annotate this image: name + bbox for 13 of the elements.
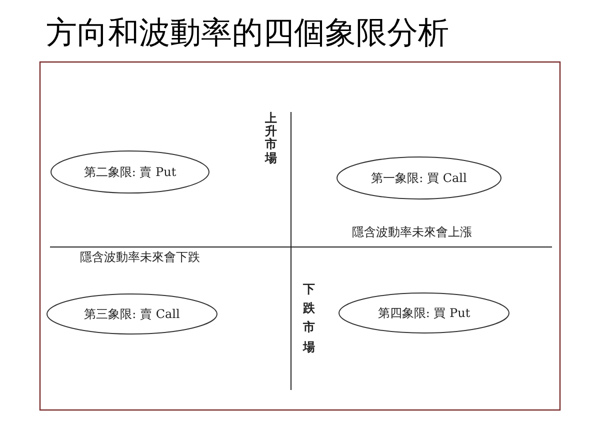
- volatility-label: 隱含波動率未來會上漲: [352, 224, 472, 241]
- quadrant-ellipse: [338, 292, 510, 334]
- quadrant-ellipse: [46, 293, 218, 335]
- quadrant-label: 第三象限: 賣 Call: [84, 306, 180, 322]
- quadrant-label: 第一象限: 買 Call: [371, 170, 467, 186]
- quadrant-ellipse: [50, 150, 210, 194]
- quadrant-label: 第二象限: 賣 Put: [84, 164, 176, 180]
- quadrant-label: 第四象限: 買 Put: [378, 304, 470, 322]
- quadrant-ellipse: [336, 156, 502, 200]
- title: 方向和波動率的四個象限分析: [46, 14, 449, 53]
- volatility-label: 隱含波動率未來會下跌: [80, 249, 200, 266]
- market-direction-label: 上升市場: [265, 112, 277, 165]
- market-direction-label: 下跌市場: [303, 281, 315, 356]
